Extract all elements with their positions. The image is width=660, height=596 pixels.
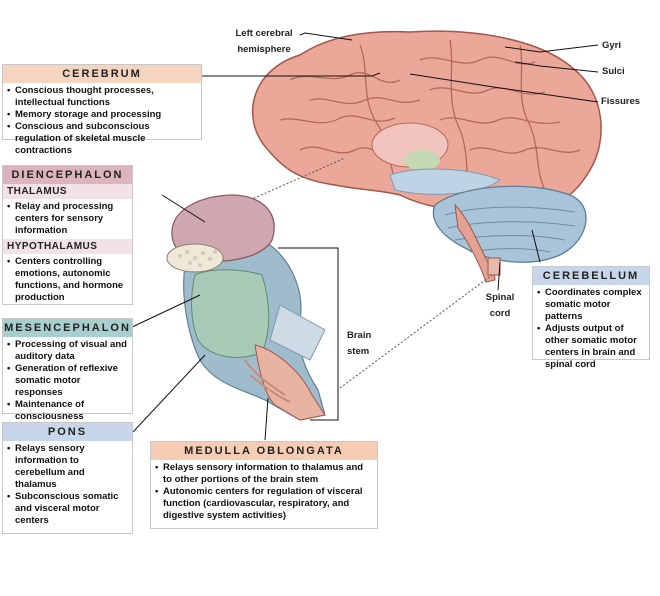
medulla-list: Relays sensory information to thalamus a… [151, 460, 377, 524]
list-item: Conscious thought processes, intellectua… [7, 85, 197, 109]
thalamus-list: Relay and processing centers for sensory… [3, 199, 132, 239]
list-item: Coordinates complex somatic motor patter… [537, 287, 645, 323]
main-spinal-cord [487, 257, 501, 276]
label-left-cerebral-hemisphere: Left cerebral hemisphere [235, 28, 293, 55]
list-item: Conscious and subconscious regulation of… [7, 121, 197, 157]
medulla-title: MEDULLA OBLONGATA [151, 442, 377, 460]
list-item: Maintenance of consciousness [7, 399, 128, 423]
label-fissures: Fissures [601, 96, 641, 107]
cerebrum-title: CEREBRUM [3, 65, 201, 83]
medulla-box: MEDULLA OBLONGATA Relays sensory informa… [150, 441, 378, 529]
cerebellum-box: CEREBELLUM Coordinates complex somatic m… [532, 266, 650, 370]
mesencephalon-box: MESENCEPHALON Processing of visual and a… [2, 318, 133, 422]
mesencephalon-list: Processing of visual and auditory data G… [3, 337, 132, 425]
label-spinal-cord: Spinal cord [485, 292, 515, 319]
mesencephalon-title: MESENCEPHALON [3, 319, 132, 337]
list-item: Autonomic centers for regulation of visc… [155, 486, 373, 522]
list-item: Relays sensory information to thalamus a… [155, 462, 373, 486]
thalamus-title: THALAMUS [3, 184, 132, 199]
diencephalon-box: DIENCEPHALON THALAMUS Relay and processi… [2, 165, 133, 305]
list-item: Adjusts output of other somatic motor ce… [537, 323, 645, 371]
label-brain-stem: Brain stem [347, 330, 372, 357]
leader-lines [129, 32, 599, 441]
cerebellum-title: CEREBELLUM [533, 267, 649, 285]
pons-title: PONS [3, 423, 132, 441]
cerebrum-list: Conscious thought processes, intellectua… [3, 83, 201, 159]
cerebrum-box: CEREBRUM Conscious thought processes, in… [2, 64, 202, 156]
list-item: Centers controlling emotions, autonomic … [7, 256, 128, 304]
list-item: Relays sensory information to cerebellum… [7, 443, 128, 491]
label-sulci: Sulci [602, 66, 625, 77]
cerebellum-list: Coordinates complex somatic motor patter… [533, 285, 649, 373]
temporal-lobe [389, 168, 502, 195]
list-item: Memory storage and processing [7, 109, 197, 121]
list-item: Processing of visual and auditory data [7, 339, 128, 363]
pineal-texture [178, 250, 217, 267]
list-item: Relay and processing centers for sensory… [7, 201, 128, 237]
hypothalamus-list: Centers controlling emotions, autonomic … [3, 254, 132, 306]
list-item: Generation of reflexive somatic motor re… [7, 363, 128, 399]
pons-list: Relays sensory information to cerebellum… [3, 441, 132, 529]
list-item: Subconscious somatic and visceral motor … [7, 491, 128, 527]
diencephalon-title: DIENCEPHALON [3, 166, 132, 184]
hypothalamus-title: HYPOTHALAMUS [3, 239, 132, 254]
inner-structure-green [404, 150, 440, 170]
pons-box: PONS Relays sensory information to cereb… [2, 422, 133, 534]
enlarged-brainstem [183, 244, 326, 421]
label-gyri: Gyri [602, 40, 622, 51]
